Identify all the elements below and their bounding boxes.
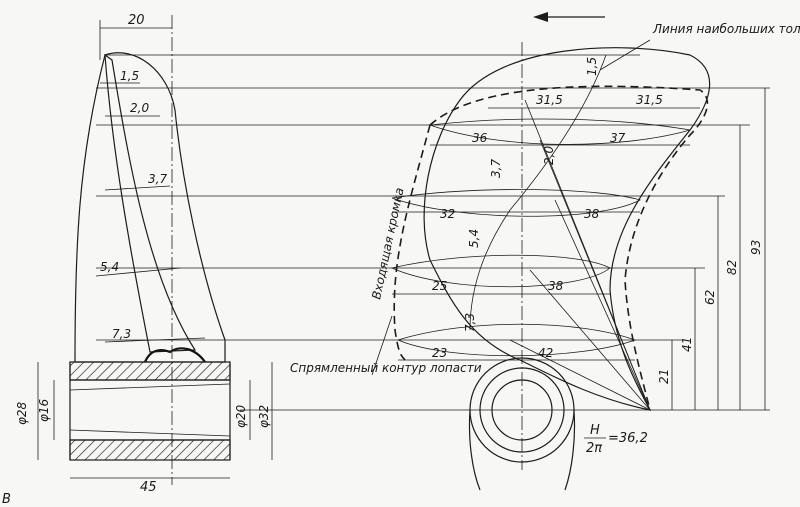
dim-phi32: φ32	[257, 405, 271, 428]
blade-plan-outline	[423, 47, 711, 411]
chord-left-32: 32	[440, 207, 455, 221]
radius-dims: 93 82 62 41 21	[657, 88, 766, 410]
max-thickness-label: Линия наибольших толщин	[652, 22, 800, 36]
straightened-contour-label: Спрямленный контур лопасти	[290, 361, 482, 375]
thickness-5-4: 5,4	[100, 260, 119, 274]
radius-62: 62	[703, 290, 717, 305]
construction-lines	[96, 54, 770, 411]
radial-lines	[509, 99, 651, 411]
thickness-7-3: 7,3	[112, 327, 131, 341]
radius-93: 93	[749, 240, 763, 255]
pitch-value: =36,2	[608, 431, 648, 446]
developed-contour	[429, 85, 709, 411]
section-36	[429, 118, 691, 145]
dim-phi28: φ28	[15, 401, 29, 425]
chord-right-31-5: 31,5	[636, 93, 663, 107]
corner-mark: В	[2, 492, 11, 507]
dim-20: 20	[128, 13, 145, 28]
right-view: 31,5 31,5 36 37 32 38 25 38 23 42 1,5 2,…	[290, 12, 800, 491]
chord-left-23: 23	[432, 346, 447, 360]
chord-right-38b: 38	[548, 279, 564, 293]
dim-45: 45	[140, 480, 157, 495]
blade-section	[104, 53, 197, 353]
dim-phi20: φ20	[234, 404, 248, 428]
inner-thickness-3-7: 3,7	[489, 159, 503, 178]
inner-thickness-5-4: 5,4	[467, 229, 481, 248]
section-32	[391, 189, 642, 217]
pitch-numerator: H	[590, 423, 600, 438]
hub-front	[468, 357, 576, 491]
chord-left-31-5: 31,5	[536, 93, 563, 107]
pitch-denominator: 2π	[586, 441, 602, 456]
radius-41: 41	[680, 337, 694, 352]
tip-thickness-1-5: 1,5	[585, 57, 599, 76]
thickness-2-0: 2,0	[130, 101, 149, 115]
left-view: 20 1,5 2,0 3,7 5,4 7,3 45 φ28 φ16	[15, 13, 770, 495]
chord-left-25: 25	[432, 279, 447, 293]
radius-82: 82	[725, 260, 739, 275]
radius-21: 21	[657, 369, 671, 384]
max-thickness-line	[469, 54, 607, 331]
chord-left-36: 36	[472, 131, 488, 145]
blade-side-outline	[74, 52, 226, 363]
thickness-3-7: 3,7	[148, 172, 167, 186]
dim-phi16: φ16	[37, 398, 51, 422]
chord-right-42: 42	[538, 346, 553, 360]
section-25	[390, 254, 611, 288]
chord-right-37: 37	[610, 131, 626, 145]
section-23	[396, 323, 637, 357]
hub-section: 45 φ28 φ16 φ20 φ32	[15, 361, 273, 495]
thickness-1-5: 1,5	[120, 69, 139, 83]
chord-right-38a: 38	[584, 207, 600, 221]
root-fillet	[143, 347, 206, 363]
